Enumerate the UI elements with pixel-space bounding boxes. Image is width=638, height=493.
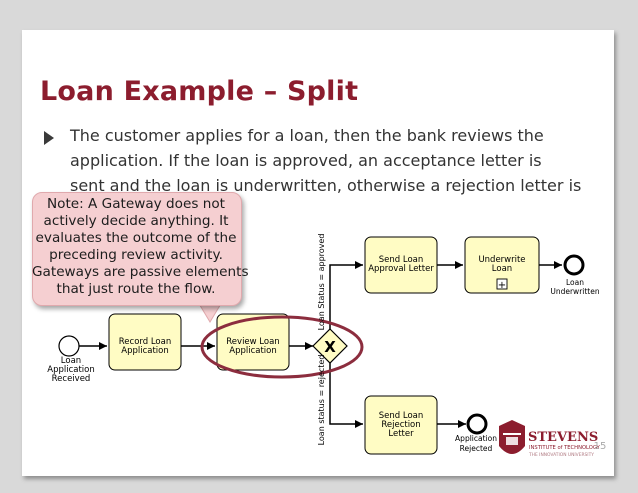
flow-label-rejected: Loan status = rejected [317, 355, 326, 446]
body-line-2: application. If the loan is approved, an… [70, 151, 542, 170]
callout-line-6: that just route the flow. [56, 281, 216, 297]
logo-name: STEVENS [528, 430, 598, 445]
body-line-3: sent and the loan is underwritten, other… [70, 176, 582, 195]
task-review-loan-application [216, 313, 290, 371]
page-number: 15 [594, 441, 607, 452]
task-approval-label-2: Approval Letter [368, 264, 434, 274]
task-underwrite-label-1: Underwrite [478, 255, 525, 265]
end-rejected-label-2: Rejected [460, 444, 493, 453]
start-event-label-2: Application [47, 365, 95, 375]
task-record-loan-application [108, 313, 182, 371]
task-record-label-2: Application [121, 346, 169, 356]
start-event [58, 335, 80, 357]
end-underwritten-label-1: Loan [566, 278, 584, 287]
task-record-label-1: Record Loan [119, 337, 171, 347]
start-event-label-1: Loan [61, 356, 81, 366]
task-send-rejection-letter [364, 395, 438, 455]
callout-line-3: evaluates the outcome of the [35, 230, 237, 246]
body-line-1: The customer applies for a loan, then th… [70, 126, 544, 145]
exclusive-gateway [312, 328, 348, 364]
task-send-approval-letter [364, 236, 438, 294]
gateway-x-icon: X [324, 338, 336, 356]
end-event-underwritten [563, 254, 585, 276]
highlight-ring [200, 315, 364, 379]
logo-tagline: THE INNOVATION UNIVERSITY [528, 452, 594, 458]
callout-line-1: Note: A Gateway does not [46, 196, 226, 212]
task-review-label-2: Application [229, 346, 277, 356]
callout-note [32, 192, 242, 306]
callout-line-5: Gateways are passive elements [32, 264, 249, 280]
task-review-label-1: Review Loan [226, 337, 279, 347]
shield-building-icon [506, 437, 518, 445]
slide-title: Loan Example – Split [40, 76, 359, 107]
flow-gateway-approved [329, 261, 363, 329]
flow-label-approved: Loan Status = approved [317, 234, 326, 331]
logo-subtitle: INSTITUTE of TECHNOLOGY [529, 445, 601, 451]
shield-detail-icon [503, 433, 521, 435]
subprocess-underwrite-loan [464, 236, 540, 294]
end-rejected-label-1: Application [455, 434, 497, 443]
task-rejection-label-3: Letter [388, 429, 414, 439]
end-event-rejected [466, 413, 488, 435]
subprocess-marker-icon [496, 278, 508, 290]
task-rejection-label-1: Send Loan [379, 411, 424, 421]
callout-line-2: actively decide anything. It [43, 213, 229, 229]
callout-line-4: preceding review activity. [49, 247, 223, 263]
flow-gateway-rejected [329, 363, 363, 428]
end-underwritten-label-2: Underwritten [550, 287, 599, 296]
bullet-icon [44, 131, 54, 145]
task-approval-label-1: Send Loan [379, 255, 424, 265]
task-rejection-label-2: Rejection [381, 420, 420, 430]
subprocess-plus-icon: + [498, 280, 506, 291]
start-event-label-3: Received [52, 374, 91, 384]
task-underwrite-label-2: Loan [492, 264, 512, 274]
